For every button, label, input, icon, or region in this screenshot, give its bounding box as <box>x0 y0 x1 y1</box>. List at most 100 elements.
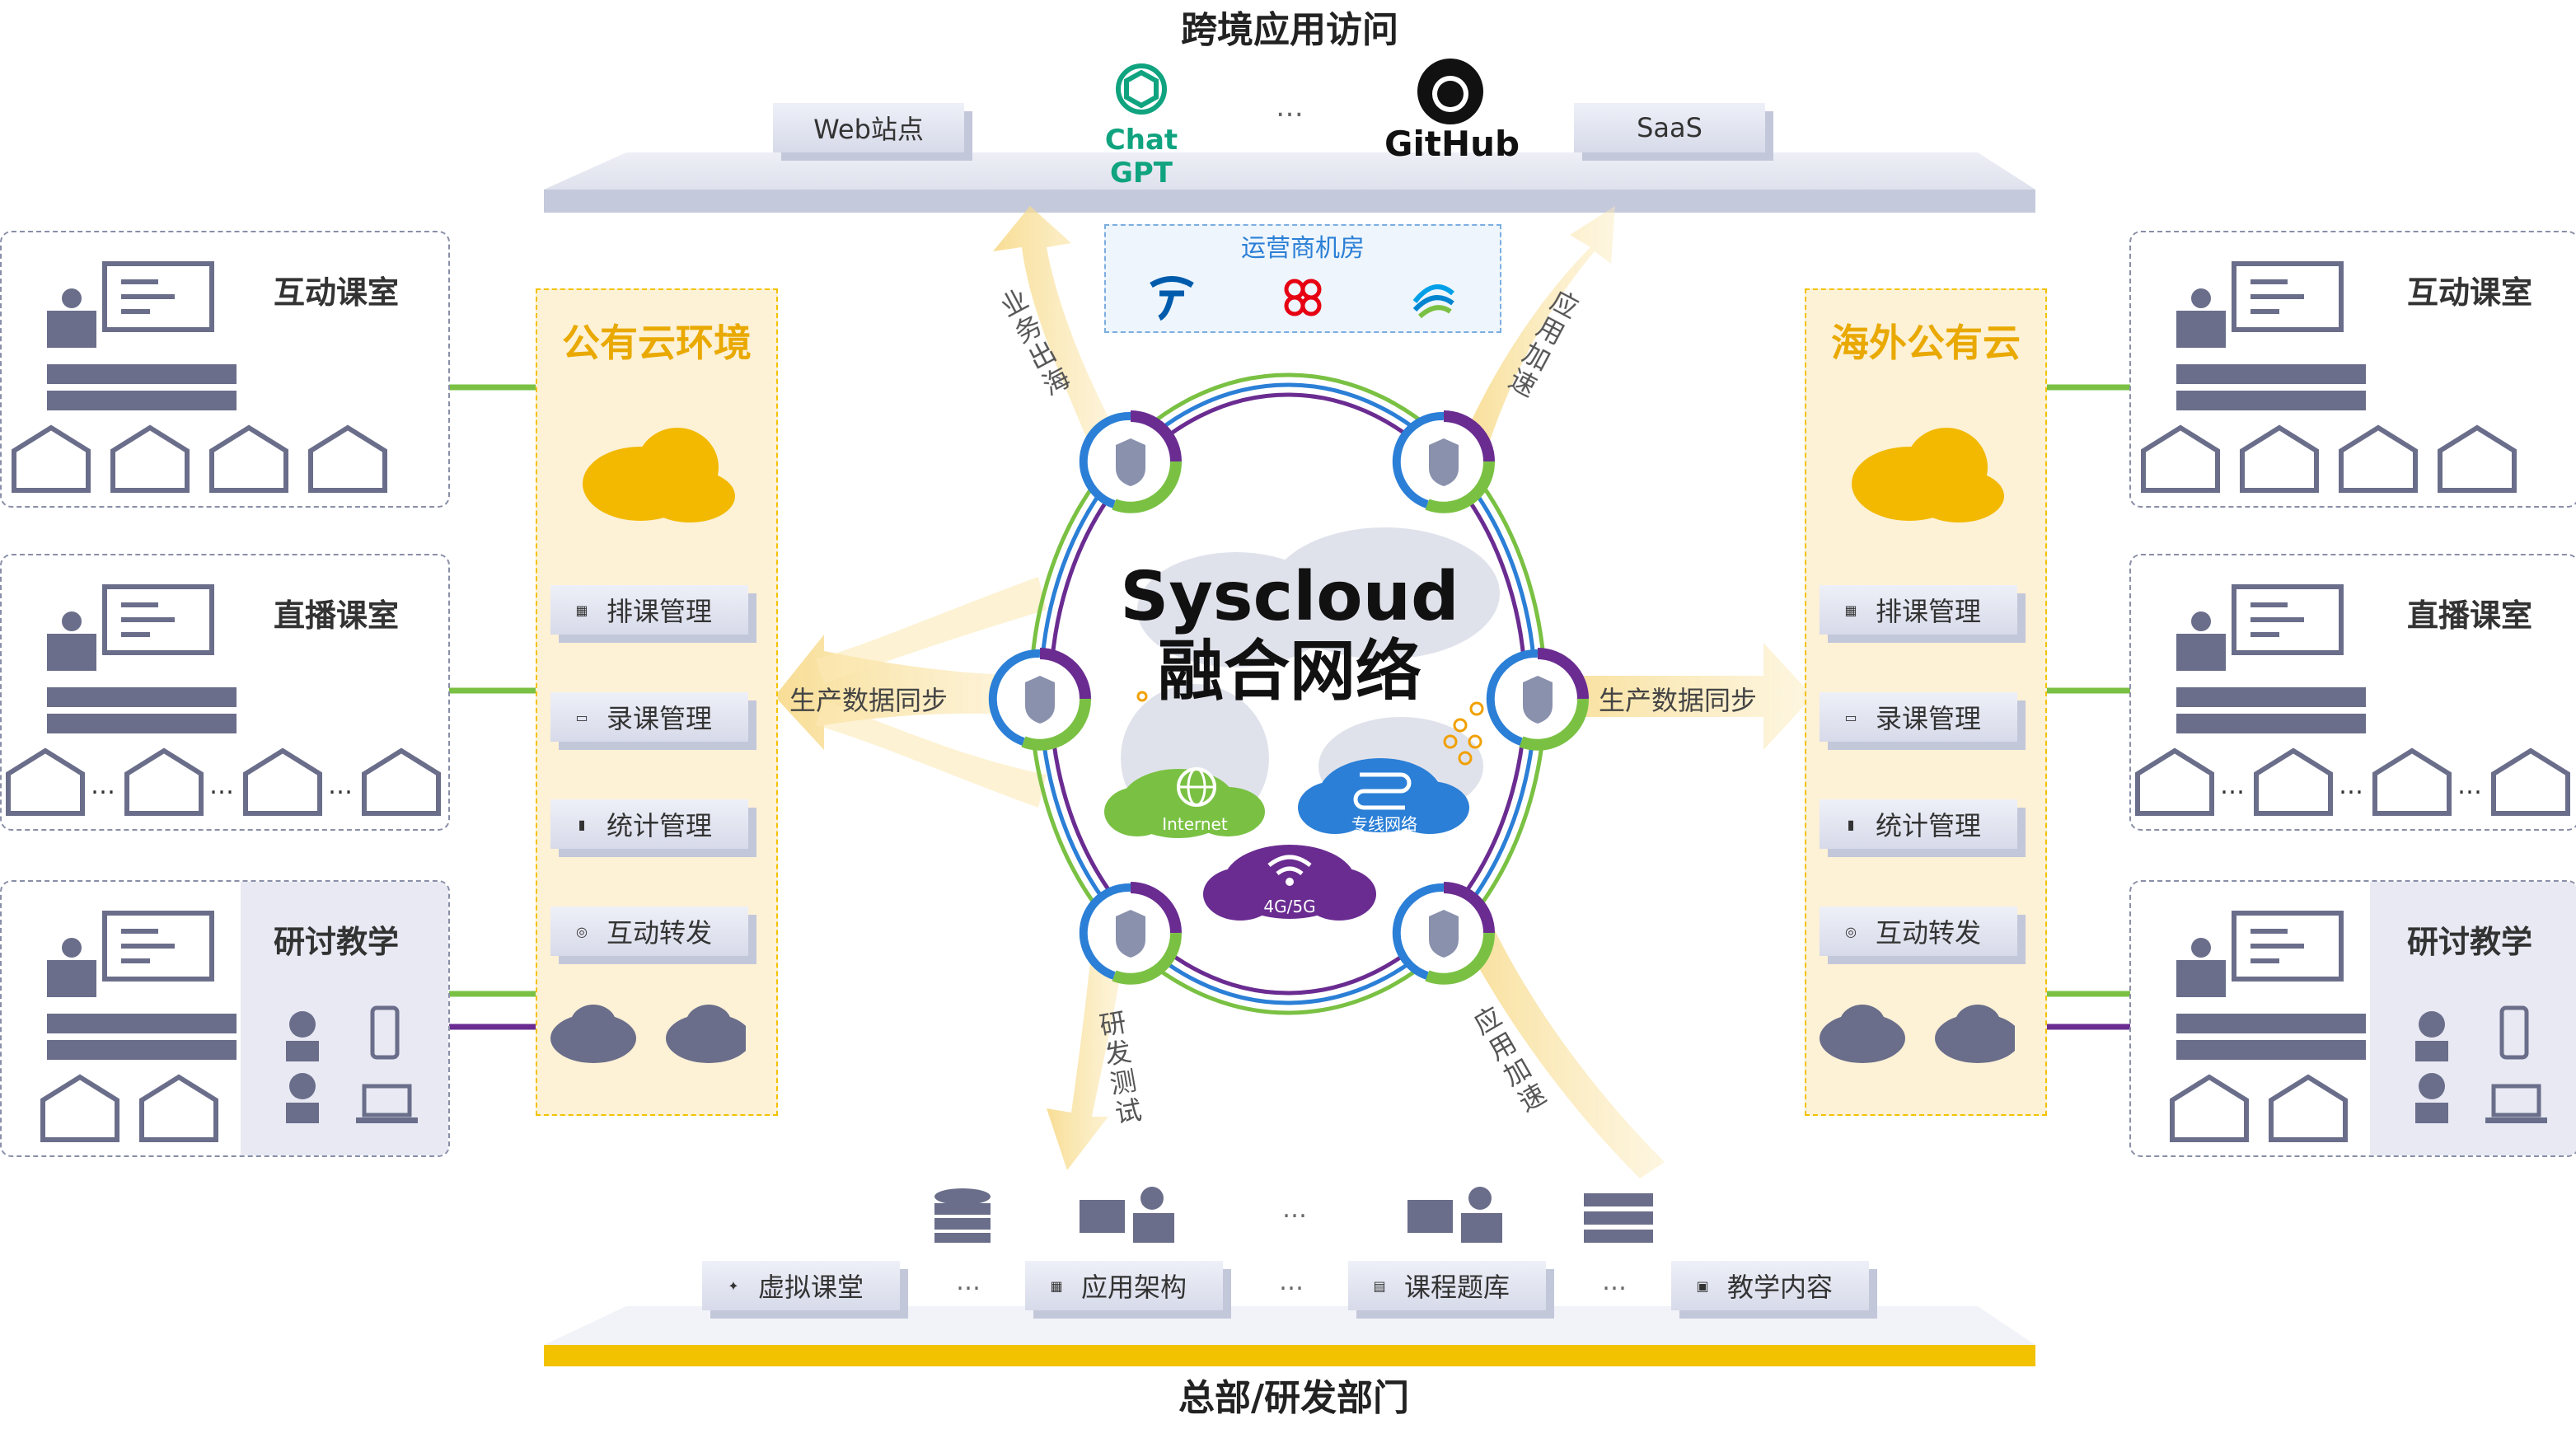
github-icon <box>1417 59 1483 124</box>
top-platform <box>544 190 2035 213</box>
node-dots <box>1136 691 1484 766</box>
left-live-classroom: 直播课室 … … … <box>0 554 450 831</box>
github-label: GitHub <box>1384 124 1520 164</box>
seminar-side-panel <box>2370 882 2576 1155</box>
carrier-title: 运营商机房 <box>1241 234 1365 263</box>
left-interactive-classroom: 互动课室 <box>0 231 450 508</box>
phone-icon <box>2499 1005 2529 1060</box>
group-room-icons <box>2170 1074 2348 1142</box>
virtual-classroom-icon: ✦ <box>728 1277 739 1294</box>
left-schedule-button[interactable]: ▦ 排课管理 <box>550 585 748 635</box>
database-icon <box>934 1188 991 1243</box>
web-site-label: Web站点 <box>813 114 924 145</box>
teacher-board-icon <box>2176 911 2366 1060</box>
public-cloud-title: 公有云环境 <box>562 321 752 365</box>
right-interactive-classroom: 互动课室 <box>2129 231 2576 508</box>
live-classroom-title: 直播课室 <box>2407 597 2533 634</box>
app-architecture-button[interactable]: ▦ 应用架构 <box>1025 1261 1223 1310</box>
ellipsis: … <box>2339 771 2363 800</box>
right-schedule-button[interactable]: ▦ 排课管理 <box>1820 585 2017 635</box>
internet-cloud <box>1104 767 1265 838</box>
cloud-icon <box>1852 428 2004 522</box>
internet-label: Internet <box>1162 814 1228 834</box>
ellipsis: … <box>209 771 234 800</box>
laptop-icon <box>2491 1084 2541 1117</box>
interactive-classroom-title: 互动课室 <box>274 274 400 311</box>
ellipsis: … <box>2457 771 2482 800</box>
right-stats-button[interactable]: ▮统计管理 <box>1820 799 2017 849</box>
top-title: 跨境应用访问 <box>1181 9 1398 51</box>
chatgpt-label: Chat GPT <box>1104 124 1178 190</box>
teacher-board-icon <box>2176 261 2366 410</box>
virtual-classroom-label: 虚拟课堂 <box>758 1272 864 1303</box>
left-record-button[interactable]: ▭录课管理 <box>550 692 748 742</box>
ellipsis: … <box>956 1267 981 1296</box>
phone-icon <box>370 1005 400 1060</box>
left-relay-button[interactable]: ◎互动转发 <box>550 907 748 956</box>
virtual-classroom-button[interactable]: ✦ 虚拟课堂 <box>702 1261 900 1310</box>
question-bank-icon: ▤ <box>1373 1277 1386 1294</box>
carrier-box: 运营商机房 <box>1104 224 1501 333</box>
security-nodes <box>988 410 1590 985</box>
web-site-card[interactable]: Web站点 <box>773 103 964 152</box>
bottom-title: 总部/研发部门 <box>1178 1377 1410 1419</box>
seminar-title: 研讨教学 <box>274 924 400 960</box>
mobile-label: 4G/5G <box>1263 897 1316 916</box>
right-relay-label: 互动转发 <box>1876 917 1982 949</box>
bar-chart-icon: ▮ <box>1847 816 1855 832</box>
question-bank-label: 课程题库 <box>1404 1272 1510 1303</box>
chat-icon: ◎ <box>1845 923 1857 939</box>
china-mobile-icon <box>1412 284 1455 319</box>
left-record-label: 录课管理 <box>607 703 713 734</box>
group-room-icons <box>2135 747 2570 816</box>
center-title: Syscloud 融合网络 <box>1104 560 1475 709</box>
right-relay-button[interactable]: ◎ 互动转发 <box>1820 907 2017 956</box>
right-live-classroom: 直播课室 … … … <box>2129 554 2576 831</box>
private-line-cloud <box>1298 758 1469 834</box>
group-room-icons <box>2141 424 2517 493</box>
chatgpt-logo[interactable]: Chat GPT <box>1071 56 1211 190</box>
grid-icon: ▦ <box>1050 1277 1063 1294</box>
group-room-icons <box>6 747 441 816</box>
chat-icon: ◎ <box>576 923 588 939</box>
teacher-board-icon <box>47 261 237 410</box>
left-cloud-nodes <box>550 1005 746 1063</box>
question-bank-button[interactable]: ▤ 课程题库 <box>1348 1261 1546 1310</box>
cloud-icon <box>583 428 735 522</box>
teacher-board-icon <box>47 911 237 1060</box>
bottom-platform <box>544 1345 2035 1366</box>
app-architecture-label: 应用架构 <box>1081 1272 1187 1303</box>
center-title-cn: 融合网络 <box>1158 633 1421 710</box>
right-record-button[interactable]: ▭录课管理 <box>1820 692 2017 742</box>
teaching-content-button[interactable]: ▣教学内容 <box>1671 1261 1869 1310</box>
seminar-title: 研讨教学 <box>2407 924 2533 960</box>
center-title-en: Syscloud <box>1120 558 1459 636</box>
top-ellipsis: … <box>1276 91 1304 124</box>
private-line-label: 专线网络 <box>1351 814 1417 834</box>
seminar-side-panel <box>241 882 448 1155</box>
openai-icon <box>1116 63 1167 115</box>
teaching-content-label: 教学内容 <box>1727 1272 1834 1303</box>
flow-label-sync-left: 生产数据同步 <box>789 685 948 716</box>
ellipsis: … <box>1602 1267 1627 1296</box>
ellipsis: … <box>328 771 353 800</box>
teacher-board-icon <box>47 584 237 733</box>
group-room-icons <box>40 1074 218 1142</box>
camera-icon: ▭ <box>1844 709 1857 725</box>
right-seminar-classroom: 研讨教学 <box>2129 880 2576 1157</box>
calendar-icon: ▦ <box>1844 602 1857 618</box>
ellipsis: … <box>91 771 115 800</box>
left-seminar-classroom: 研讨教学 <box>0 880 450 1157</box>
left-stats-button[interactable]: ▮统计管理 <box>550 799 748 849</box>
saas-card[interactable]: SaaS <box>1574 103 1765 152</box>
teacher-board-icon <box>2176 584 2366 733</box>
flow-label-sync-right: 生产数据同步 <box>1599 685 1758 716</box>
right-schedule-label: 排课管理 <box>1876 596 1982 627</box>
developer-workstation-icon <box>1080 1187 1174 1243</box>
left-schedule-label: 排课管理 <box>607 596 713 627</box>
right-cloud-nodes <box>1820 1005 2015 1063</box>
calendar-icon: ▦ <box>575 602 588 618</box>
github-logo[interactable]: GitHub <box>1384 56 1520 164</box>
china-unicom-icon <box>1284 279 1322 316</box>
